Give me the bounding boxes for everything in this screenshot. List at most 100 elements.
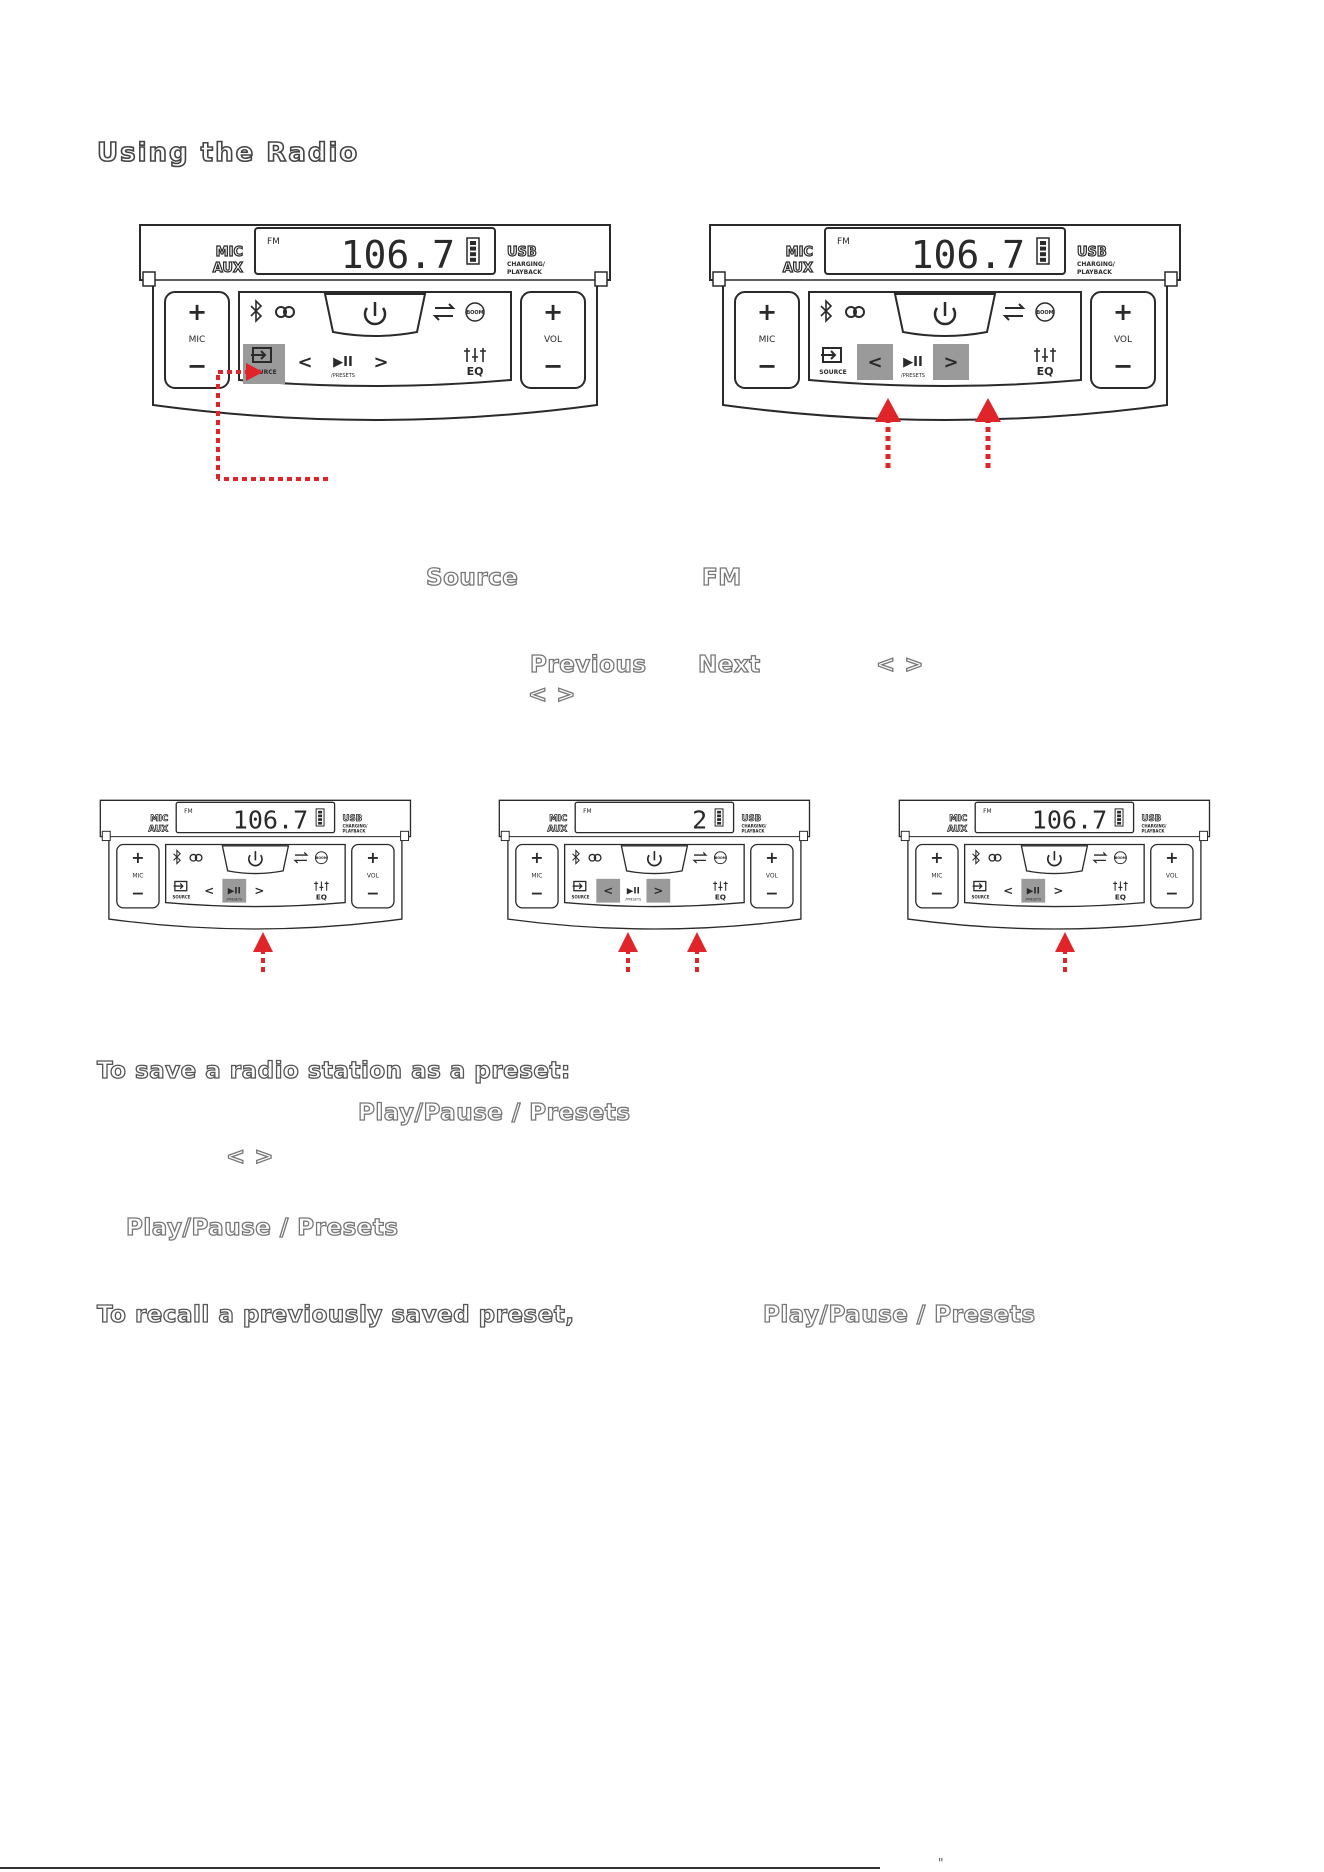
eq-label: EQ xyxy=(1037,365,1054,378)
usb-playback-label: PLAYBACK xyxy=(1077,269,1112,276)
vol-plus: + xyxy=(1113,298,1133,326)
footer-rule xyxy=(0,1867,880,1869)
repeat-icon xyxy=(1092,851,1108,864)
mic-rocker xyxy=(515,843,559,909)
mic-minus: − xyxy=(187,352,207,380)
page-title: Using the Radio xyxy=(96,137,360,169)
play-pause-button: ▶II xyxy=(1027,886,1040,896)
mic-plus: + xyxy=(930,848,943,867)
source-arrowhead xyxy=(246,363,263,381)
previous-keyword: Previous xyxy=(529,651,647,678)
vol-rocker xyxy=(520,291,586,389)
source-indicator-arrow xyxy=(216,370,328,481)
lcd-band-label: FM xyxy=(983,808,992,815)
link-icon xyxy=(275,306,287,318)
mic-plus: + xyxy=(131,848,144,867)
eq-label: EQ xyxy=(1115,892,1126,901)
vol-label: VOL xyxy=(367,873,380,880)
aux-jack-label: AUX xyxy=(947,824,967,834)
usb-playback-label: PLAYBACK xyxy=(742,829,766,834)
source-label: SOURCE xyxy=(819,369,846,376)
source-label: SOURCE xyxy=(571,895,589,900)
mic-plus: + xyxy=(757,298,777,326)
mic-plus: + xyxy=(187,298,207,326)
vol-plus: + xyxy=(543,298,563,326)
eq-label: EQ xyxy=(467,365,484,378)
vol-minus: − xyxy=(1113,352,1133,380)
eq-label: EQ xyxy=(316,892,327,901)
lcd-band-label: FM xyxy=(267,237,280,247)
eq-icon xyxy=(464,348,486,362)
next-keyword: Next xyxy=(697,651,761,678)
right-clip xyxy=(400,830,410,842)
boom-label: BOOM xyxy=(316,856,327,860)
vol-label: VOL xyxy=(1114,335,1132,345)
boom-icon xyxy=(713,851,727,865)
play-highlight xyxy=(222,878,247,903)
vol-rocker xyxy=(351,843,395,909)
aux-jack-label: AUX xyxy=(148,824,168,834)
lcd-frequency: 106.7 xyxy=(233,806,308,835)
battery-icon xyxy=(1114,808,1124,827)
arrow-glyphs-3: < > xyxy=(225,1143,275,1170)
source-label: SOURCE xyxy=(971,895,989,900)
recall-preset-heading: To recall a previously saved preset, xyxy=(96,1301,575,1328)
lcd-band-label: FM xyxy=(837,237,850,247)
lcd-frequency: 106.7 xyxy=(1032,806,1107,835)
vol-minus: − xyxy=(543,352,563,380)
footer-mark: " xyxy=(938,1856,944,1870)
repeat-icon xyxy=(432,303,456,321)
battery-icon xyxy=(714,808,724,827)
lcd-display xyxy=(974,801,1135,834)
vol-label: VOL xyxy=(766,873,779,880)
eq-icon xyxy=(314,881,329,891)
mic-label: MIC xyxy=(189,335,206,345)
right-clip xyxy=(799,830,809,842)
mic-plus: + xyxy=(530,848,543,867)
prev-button: < xyxy=(603,884,613,898)
boom-icon xyxy=(1113,851,1127,865)
fm-keyword: FM xyxy=(701,564,742,591)
aux-jack-label: AUX xyxy=(783,261,813,276)
bluetooth-icon xyxy=(820,299,833,323)
play-pause-presets-keyword-3: Play/Pause / Presets xyxy=(762,1301,1036,1328)
usb-jack-label: USB xyxy=(1077,245,1107,260)
usb-charging-label: CHARGING/ xyxy=(507,261,546,268)
boom-label: BOOM xyxy=(1036,310,1053,316)
usb-jack-label: USB xyxy=(742,814,762,824)
mic-jack-label: MIC xyxy=(150,814,168,824)
play-pause-button: ▶II xyxy=(333,355,353,370)
next-arrowhead xyxy=(975,398,1001,422)
vol-minus: − xyxy=(765,884,778,903)
mic-minus: − xyxy=(530,884,543,903)
aux-jack-label: AUX xyxy=(547,824,567,834)
prev-button: < xyxy=(204,884,214,898)
mic-rocker xyxy=(915,843,959,909)
battery-icon xyxy=(315,808,325,827)
usb-charging-label: CHARGING/ xyxy=(343,823,368,828)
vol-rocker xyxy=(750,843,794,909)
play-highlight xyxy=(1021,878,1046,903)
mic-minus: − xyxy=(930,884,943,903)
vol-plus: + xyxy=(765,848,778,867)
lcd-band-label: FM xyxy=(184,808,193,815)
eq-icon xyxy=(713,881,728,891)
usb-playback-label: PLAYBACK xyxy=(343,829,367,834)
usb-jack-label: USB xyxy=(343,814,363,824)
mic-label: MIC xyxy=(759,335,776,345)
play-pause-button: ▶II xyxy=(228,886,241,896)
mic-rocker xyxy=(734,291,800,389)
next-button: > xyxy=(943,352,958,373)
vol-rocker xyxy=(1150,843,1194,909)
mic-jack-label: MIC xyxy=(949,814,967,824)
source-label: SOURCE xyxy=(172,895,190,900)
source-keyword: Source xyxy=(425,564,519,591)
power-icon xyxy=(646,854,662,867)
arrow-glyphs-2: < > xyxy=(527,681,577,708)
right-clip xyxy=(594,271,608,287)
eq-label: EQ xyxy=(715,892,726,901)
